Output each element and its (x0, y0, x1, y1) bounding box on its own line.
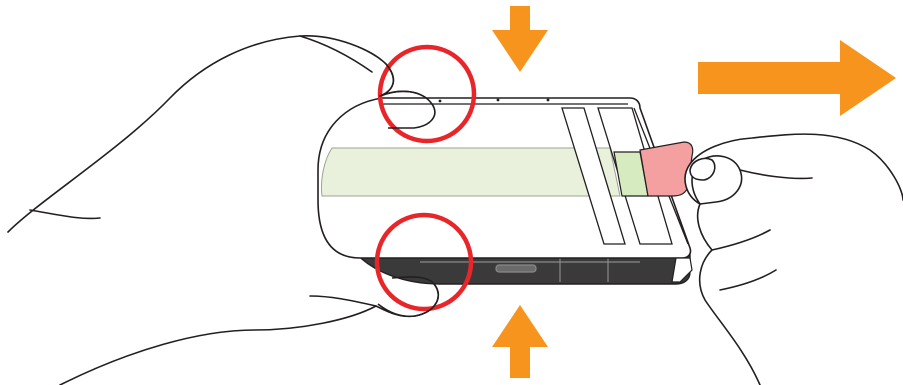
left-hand-crease (29, 209, 101, 220)
pull-tab-red (639, 141, 694, 197)
highlight-circle-icon (377, 44, 477, 144)
device-end-cap (671, 257, 693, 283)
device-top-dots (438, 98, 550, 103)
left-hand-thumb-tip (379, 63, 436, 129)
right-hand-finger-line (719, 269, 777, 291)
left-hand-crease (299, 35, 373, 73)
right-hand-finger-line (739, 169, 813, 180)
device (317, 97, 694, 285)
up-arrow-icon (492, 305, 548, 378)
device-green-band (321, 147, 621, 197)
right-hand-outline (684, 133, 903, 385)
down-arrow-icon (492, 6, 548, 72)
left-hand-finger-tip (377, 276, 440, 318)
right-hand (684, 133, 903, 385)
left-hand-crease (309, 295, 377, 307)
right-hand-finger-line (711, 229, 771, 251)
device-panel-left (561, 107, 626, 245)
highlight-circle-icon (374, 212, 474, 312)
right-hand-thumbnail (689, 157, 716, 181)
right-arrow-icon (698, 40, 896, 116)
